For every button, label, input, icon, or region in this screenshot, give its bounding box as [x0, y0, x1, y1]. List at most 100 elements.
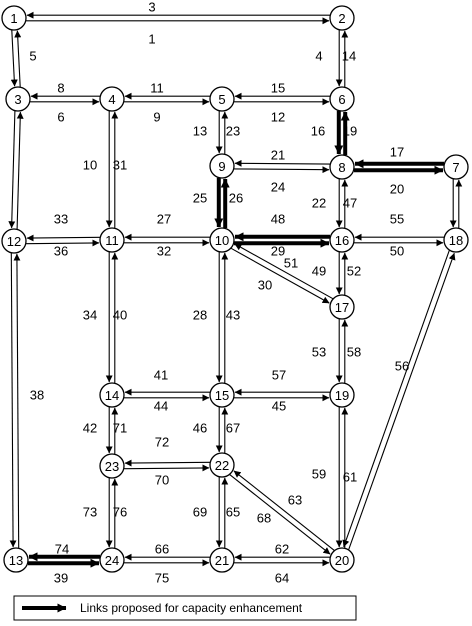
- link-label-51: 51: [284, 256, 298, 271]
- link-label-29: 29: [271, 244, 285, 259]
- link-18-20: [342, 250, 450, 548]
- link-label-25: 25: [193, 191, 207, 206]
- link-label-38: 38: [30, 388, 44, 403]
- node-4: 4: [99, 86, 125, 112]
- node-circle: [5, 86, 31, 112]
- node-18: 18: [443, 227, 469, 253]
- link-label-66: 66: [155, 542, 169, 557]
- node-circle: [209, 227, 235, 253]
- link-label-62: 62: [275, 542, 289, 557]
- node-label: 1: [10, 11, 17, 26]
- node-11: 11: [99, 227, 125, 253]
- node-3: 3: [5, 86, 31, 112]
- node-label: 8: [338, 160, 345, 175]
- link-label-76: 76: [113, 505, 127, 520]
- link-label-3: 3: [148, 0, 155, 15]
- node-label: 14: [105, 388, 119, 403]
- link-label-68: 68: [257, 511, 271, 526]
- link-label-21: 21: [271, 148, 285, 163]
- link-label-70: 70: [155, 473, 169, 488]
- link-20-22: [233, 470, 335, 551]
- link-label-15: 15: [271, 81, 285, 96]
- node-label: 20: [335, 553, 349, 568]
- legend-label: Links proposed for capacity enhancement: [80, 601, 303, 615]
- link-label-19: 19: [343, 124, 357, 139]
- link-22-20: [229, 474, 331, 555]
- legend-box: [13, 595, 357, 621]
- link-label-73: 73: [83, 505, 97, 520]
- link-label-40: 40: [113, 308, 127, 323]
- link-label-12: 12: [271, 110, 285, 125]
- node-label: 18: [449, 233, 463, 248]
- link-3-1: [14, 30, 22, 87]
- link-label-72: 72: [155, 435, 169, 450]
- link-label-41: 41: [154, 368, 168, 383]
- link-label-33: 33: [54, 212, 68, 227]
- node-8: 8: [329, 154, 355, 180]
- link-label-39: 39: [54, 571, 68, 586]
- link-3-12: [8, 110, 16, 229]
- link-8-9: [234, 159, 331, 167]
- link-10-17: [230, 247, 330, 304]
- link-label-64: 64: [275, 571, 289, 586]
- link-20-18: [348, 252, 456, 550]
- node-17: 17: [329, 294, 355, 320]
- link-label-1: 1: [148, 32, 155, 47]
- node-label: 11: [105, 233, 119, 248]
- link-label-53: 53: [312, 345, 326, 360]
- link-13-12: [13, 253, 21, 549]
- link-label-31: 31: [113, 158, 127, 173]
- node-circle: [1, 5, 27, 31]
- link-label-55: 55: [390, 212, 404, 227]
- node-circle: [209, 547, 235, 573]
- node-22: 22: [209, 452, 235, 478]
- node-label: 2: [338, 11, 345, 26]
- node-label: 7: [452, 160, 459, 175]
- link-label-16: 16: [311, 124, 325, 139]
- link-label-24: 24: [271, 180, 285, 195]
- node-label: 4: [108, 92, 115, 107]
- node-circle: [99, 453, 125, 479]
- link-9-8: [233, 166, 330, 174]
- node-21: 21: [209, 547, 235, 573]
- link-11-12: [26, 234, 101, 242]
- node-circle: [99, 547, 125, 573]
- link-label-22: 22: [312, 196, 326, 211]
- node-circle: [329, 154, 355, 180]
- link-label-34: 34: [83, 308, 97, 323]
- link-22-23: [124, 459, 211, 467]
- link-label-32: 32: [157, 244, 171, 259]
- link-label-47: 47: [343, 196, 357, 211]
- links-layer: [8, 11, 463, 568]
- node-14: 14: [99, 382, 125, 408]
- node-circle: [443, 154, 469, 180]
- link-label-42: 42: [83, 421, 97, 436]
- link-label-13: 13: [193, 124, 207, 139]
- link-label-11: 11: [150, 81, 164, 96]
- link-label-67: 67: [226, 421, 240, 436]
- node-label: 9: [218, 159, 225, 174]
- node-16: 16: [329, 227, 355, 253]
- node-circle: [209, 153, 235, 179]
- node-label: 12: [7, 234, 21, 249]
- link-23-22: [123, 464, 210, 472]
- node-circle: [3, 547, 29, 573]
- link-label-48: 48: [271, 212, 285, 227]
- node-circle: [99, 382, 125, 408]
- link-label-26: 26: [229, 191, 243, 206]
- legend: Links proposed for capacity enhancement: [13, 595, 357, 621]
- link-label-4: 4: [315, 49, 322, 64]
- link-12-3: [16, 111, 24, 230]
- node-label: 6: [338, 92, 345, 107]
- link-label-69: 69: [193, 505, 207, 520]
- node-label: 21: [215, 553, 229, 568]
- node-circle: [209, 86, 235, 112]
- node-label: 10: [215, 233, 229, 248]
- node-circle: [329, 5, 355, 31]
- link-label-5: 5: [29, 49, 36, 64]
- link-label-50: 50: [390, 244, 404, 259]
- node-15: 15: [209, 382, 235, 408]
- node-circle: [329, 294, 355, 320]
- node-circle: [329, 86, 355, 112]
